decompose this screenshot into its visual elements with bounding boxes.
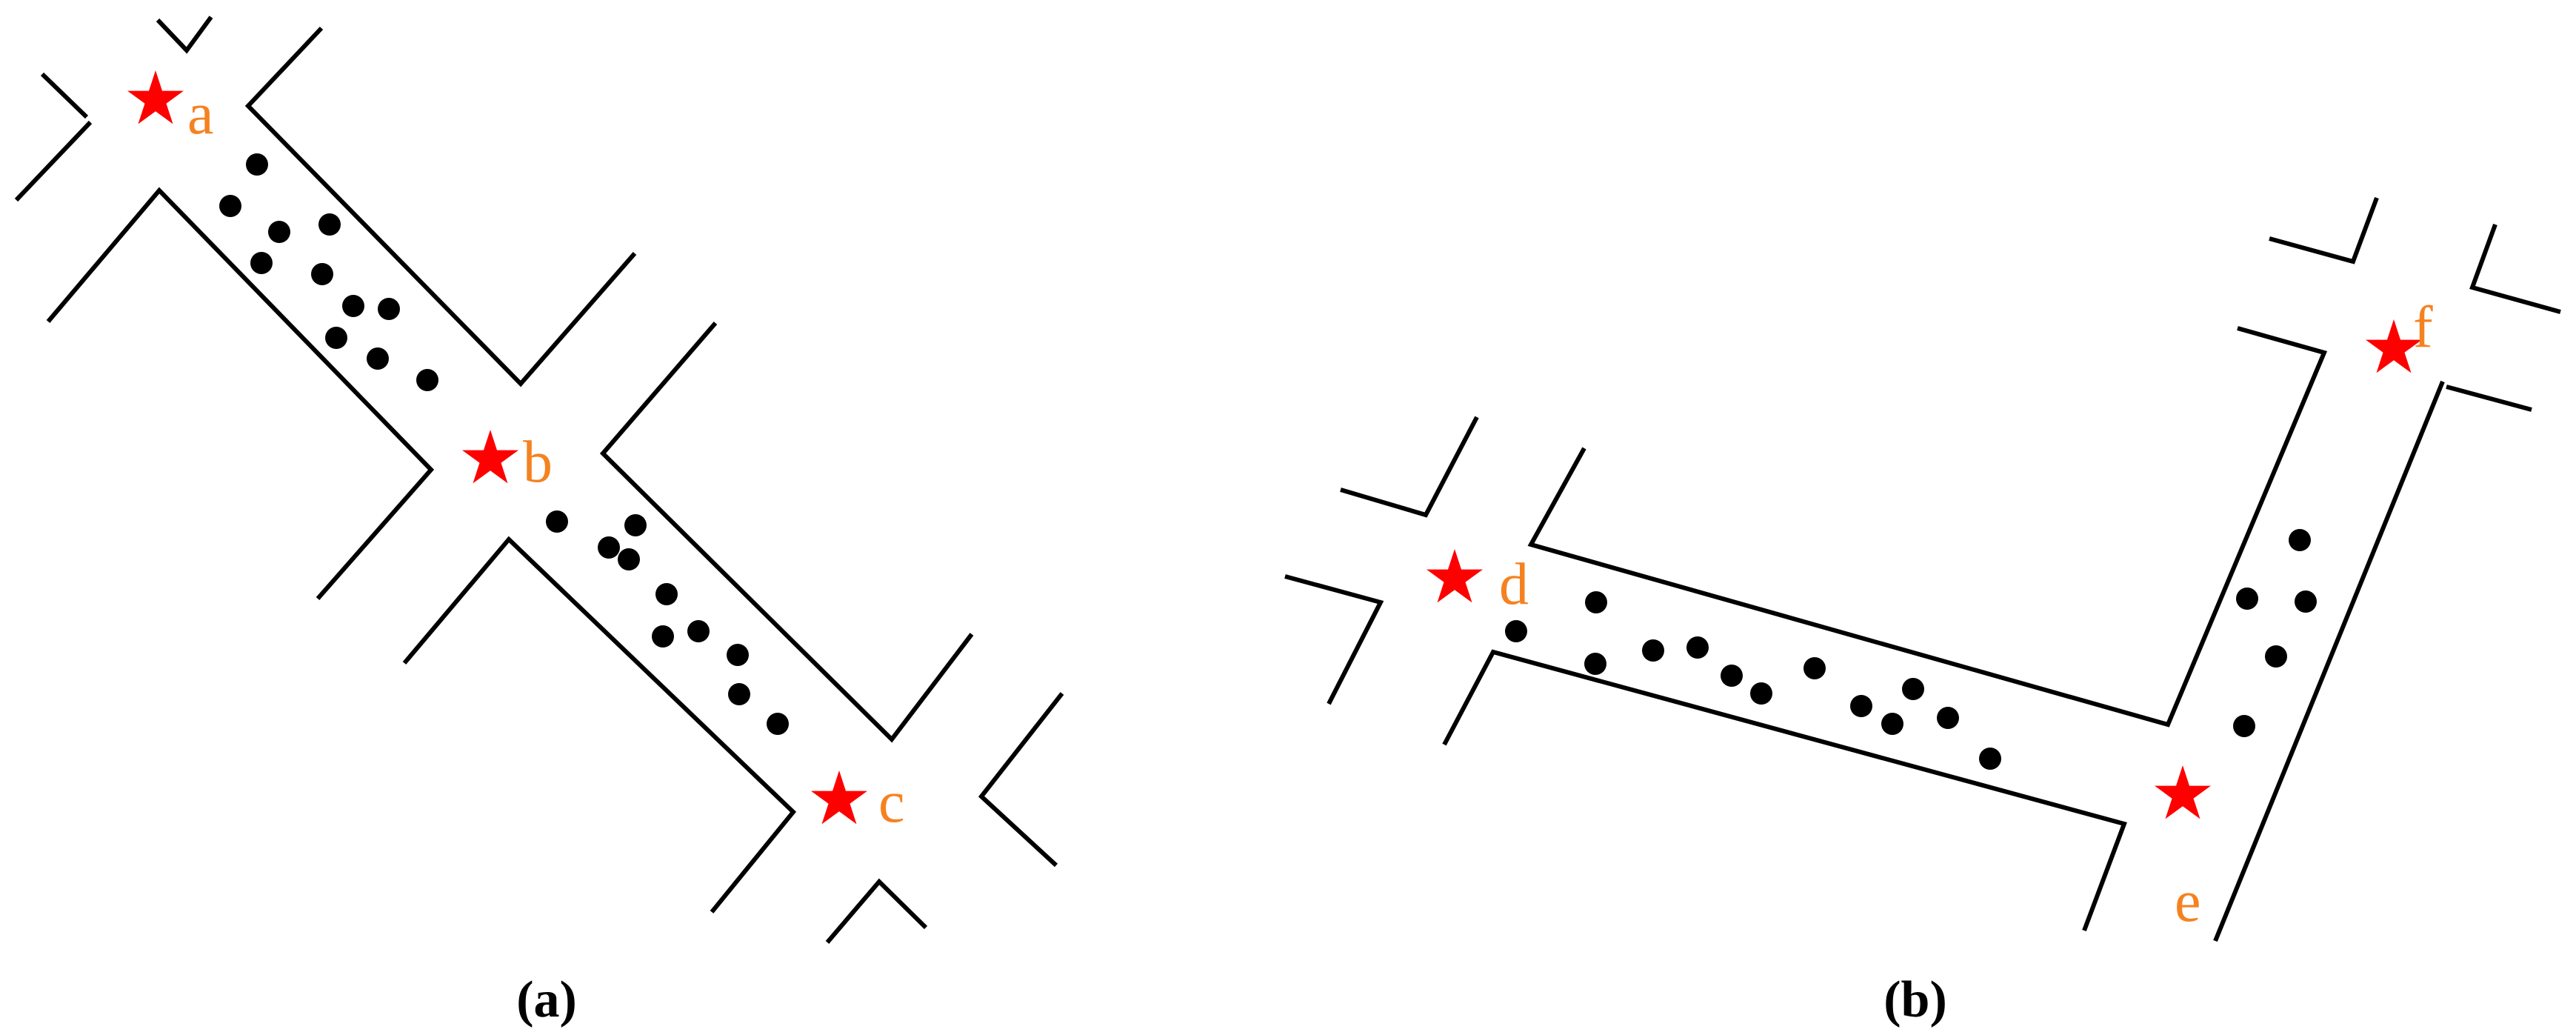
pedestrian-dot-icon xyxy=(767,713,789,735)
pedestrian-dot-icon xyxy=(2295,590,2317,613)
nodes-b: d e f xyxy=(1427,295,2433,934)
pedestrian-dot-icon xyxy=(1937,707,1959,729)
star-icon xyxy=(2155,765,2211,819)
pedestrian-dot-icon xyxy=(325,327,347,349)
star-icon xyxy=(2366,319,2422,373)
node-label-b: b xyxy=(523,430,553,495)
pedestrian-dot-icon xyxy=(1642,639,1664,662)
nodes-a: a b c xyxy=(127,70,905,835)
pedestrian-dot-icon xyxy=(311,263,333,285)
corridor-wall xyxy=(156,16,213,54)
corridor-wall xyxy=(402,536,797,913)
pedestrian-dot-icon xyxy=(416,369,438,391)
node-label-f: f xyxy=(2413,295,2433,360)
star-icon xyxy=(1427,549,1483,603)
pedestrian-dot-icon xyxy=(268,221,290,243)
corridor-wall xyxy=(244,26,637,387)
pedestrian-dot-icon xyxy=(1881,713,1903,735)
pedestrian-dot-icon xyxy=(618,548,640,570)
corridor-wall xyxy=(2446,385,2532,412)
pedestrian-dot-icon xyxy=(624,514,647,536)
pedestrian-dot-icon xyxy=(598,536,620,559)
pedestrian-dot-icon xyxy=(687,620,710,642)
pedestrian-dot-icon xyxy=(1803,657,1826,679)
pedestrian-dot-icon xyxy=(1584,653,1606,675)
panel-a: a b c (a) xyxy=(14,16,1064,1028)
pedestrian-dot-icon xyxy=(1585,591,1607,613)
corridor-wall xyxy=(2269,196,2379,264)
corridor-wall xyxy=(1527,326,2328,728)
pedestrians-b xyxy=(1505,529,2317,770)
star-icon xyxy=(811,771,867,825)
pedestrians-a xyxy=(219,153,789,735)
node-label-e: e xyxy=(2175,869,2201,934)
pedestrian-dot-icon xyxy=(1979,748,2001,770)
pedestrian-dot-icon xyxy=(378,298,400,320)
pedestrian-dot-icon xyxy=(728,683,750,705)
corridor-wall xyxy=(46,187,435,600)
pedestrian-dot-icon xyxy=(2236,588,2258,610)
corridor-wall xyxy=(2213,380,2445,942)
walls-a xyxy=(14,16,1064,944)
star-icon xyxy=(462,430,518,484)
pedestrian-dot-icon xyxy=(1505,620,1527,642)
corridor-wall xyxy=(1284,574,1384,705)
pedestrian-dot-icon xyxy=(246,153,268,176)
pedestrian-dot-icon xyxy=(1850,695,1872,717)
corridor-wall xyxy=(1442,649,2127,932)
pedestrian-dot-icon xyxy=(727,644,749,666)
corridor-wall xyxy=(1340,416,1479,518)
pedestrian-dot-icon xyxy=(2265,645,2287,668)
caption-b: (b) xyxy=(1883,971,1947,1028)
node-label-a: a xyxy=(187,81,214,147)
corridor-wall xyxy=(825,878,928,944)
pedestrian-dot-icon xyxy=(1750,682,1772,705)
pedestrian-dot-icon xyxy=(1721,665,1743,687)
pedestrian-dot-icon xyxy=(1902,678,1924,700)
star-icon xyxy=(127,70,184,124)
pedestrian-dot-icon xyxy=(546,510,568,533)
pedestrian-dot-icon xyxy=(2233,715,2255,737)
node-label-c: c xyxy=(878,770,905,835)
corridor-wall xyxy=(599,322,974,743)
pedestrian-dot-icon xyxy=(219,195,241,217)
pedestrian-dot-icon xyxy=(2289,529,2311,551)
corridor-wall xyxy=(14,120,93,202)
corridor-wall xyxy=(40,72,89,119)
corridor-wall xyxy=(978,692,1064,868)
node-label-d: d xyxy=(1499,552,1529,617)
caption-a: (a) xyxy=(516,971,577,1028)
pedestrian-dot-icon xyxy=(1686,636,1709,659)
pedestrian-dot-icon xyxy=(655,583,678,605)
pedestrian-dot-icon xyxy=(250,252,273,274)
pedestrian-dot-icon xyxy=(367,347,389,370)
pedestrian-dot-icon xyxy=(318,213,341,236)
corridor-wall xyxy=(2469,223,2561,314)
pedestrian-dot-icon xyxy=(652,625,674,648)
walls-b xyxy=(1284,196,2561,942)
panel-b: d e f (b) xyxy=(1284,196,2561,1028)
pedestrian-dot-icon xyxy=(342,295,364,317)
